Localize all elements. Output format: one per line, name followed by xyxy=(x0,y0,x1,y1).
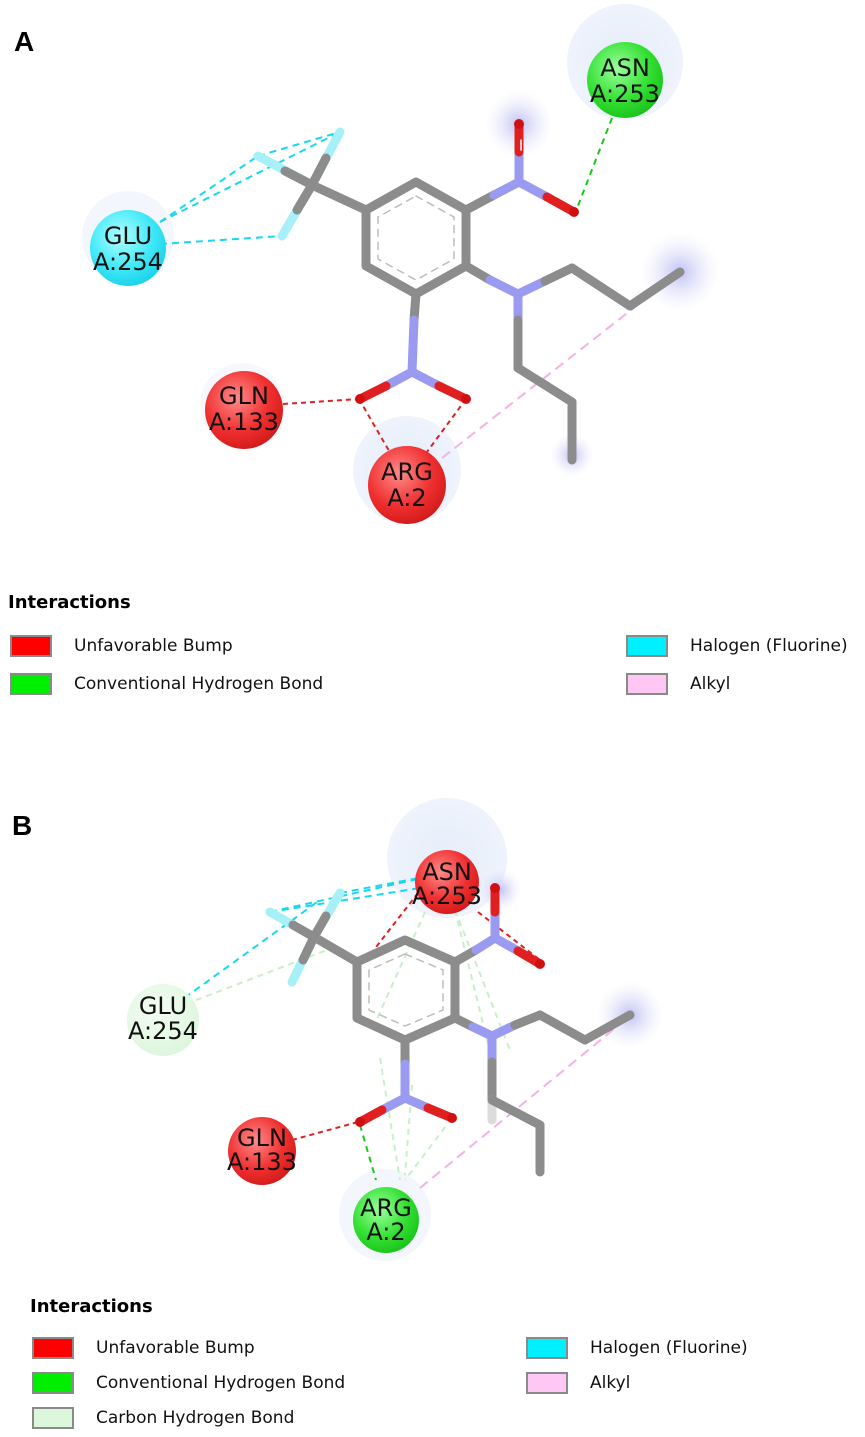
residue-asn-253: ASN A:253 xyxy=(412,850,482,914)
residue-asn-253: ASN A:253 xyxy=(587,42,663,118)
legend-swatch xyxy=(526,1372,568,1394)
ligand-structure xyxy=(253,119,685,465)
residue-chain: A:253 xyxy=(590,80,660,108)
legend-swatch xyxy=(626,673,668,695)
legend-swatch xyxy=(526,1337,568,1359)
hydrogen-bond-interactions xyxy=(359,1124,377,1181)
solvent-accessibility-glow xyxy=(478,868,522,912)
legend-label: Unfavorable Bump xyxy=(96,1338,255,1358)
residue-gln-133: GLN A:133 xyxy=(227,1117,297,1185)
legend-swatch xyxy=(32,1407,74,1429)
halogen-interactions xyxy=(159,131,341,245)
panel-a: A xyxy=(0,0,865,718)
interaction-diagram-b: ASN A:253 GLU A:254 GLN A:133 ARG A:2 xyxy=(127,798,664,1261)
residue-chain: A:133 xyxy=(209,408,279,436)
legend-label: Halogen (Fluorine) xyxy=(690,636,848,656)
residue-arg-2: ARG A:2 xyxy=(353,1187,419,1253)
residue-name: ASN xyxy=(600,54,650,82)
residue-arg-2: ARG A:2 xyxy=(368,446,446,524)
residue-gln-133: GLN A:133 xyxy=(205,371,283,449)
legend-label: Alkyl xyxy=(690,674,731,694)
ligand-structure xyxy=(265,883,635,1177)
residue-name: GLU xyxy=(104,222,152,250)
residue-glu-254: GLU A:254 xyxy=(127,984,199,1056)
residue-chain: A:2 xyxy=(387,484,426,512)
legend-label: Conventional Hydrogen Bond xyxy=(74,674,324,694)
legend-swatch xyxy=(10,635,52,657)
legend-swatch xyxy=(32,1337,74,1359)
panel-b: B xyxy=(0,718,865,1437)
residue-name: GLN xyxy=(237,1124,287,1152)
legend-swatch xyxy=(10,673,52,695)
legend-label: Alkyl xyxy=(590,1373,631,1393)
residue-name: GLU xyxy=(139,992,187,1020)
residue-chain: A:2 xyxy=(366,1218,405,1246)
panel-letter-a: A xyxy=(14,26,35,57)
legend-title: Interactions xyxy=(30,1296,153,1317)
legend-swatch xyxy=(32,1372,74,1394)
residue-name: GLN xyxy=(219,382,269,410)
legend-label: Carbon Hydrogen Bond xyxy=(96,1408,295,1428)
legend-label: Unfavorable Bump xyxy=(74,636,233,656)
residue-name: ASN xyxy=(422,858,472,886)
oxygen-atoms xyxy=(355,883,545,1127)
residue-chain: A:254 xyxy=(93,248,163,276)
legend-title: Interactions xyxy=(8,592,131,613)
legend-swatch xyxy=(626,635,668,657)
legend-label: Conventional Hydrogen Bond xyxy=(96,1373,346,1393)
interaction-diagram-a: ASN A:253 GLU A:254 GLN A:133 ARG A:2 xyxy=(82,4,720,524)
oxygen-atoms xyxy=(355,119,579,404)
residue-glu-254: GLU A:254 xyxy=(90,210,166,286)
legend-label: Halogen (Fluorine) xyxy=(590,1338,748,1358)
residue-chain: A:133 xyxy=(227,1148,297,1176)
panel-letter-b: B xyxy=(12,810,33,841)
alkyl-interactions xyxy=(419,1019,626,1189)
hydrogen-bond-interactions xyxy=(575,117,613,212)
unfavorable-bump-interactions xyxy=(282,398,467,457)
residue-chain: A:253 xyxy=(412,882,482,910)
residue-chain: A:254 xyxy=(128,1017,198,1045)
residue-name: ARG xyxy=(360,1194,412,1222)
residue-name: ARG xyxy=(381,458,433,486)
unfavorable-bump-interactions xyxy=(291,892,541,1141)
